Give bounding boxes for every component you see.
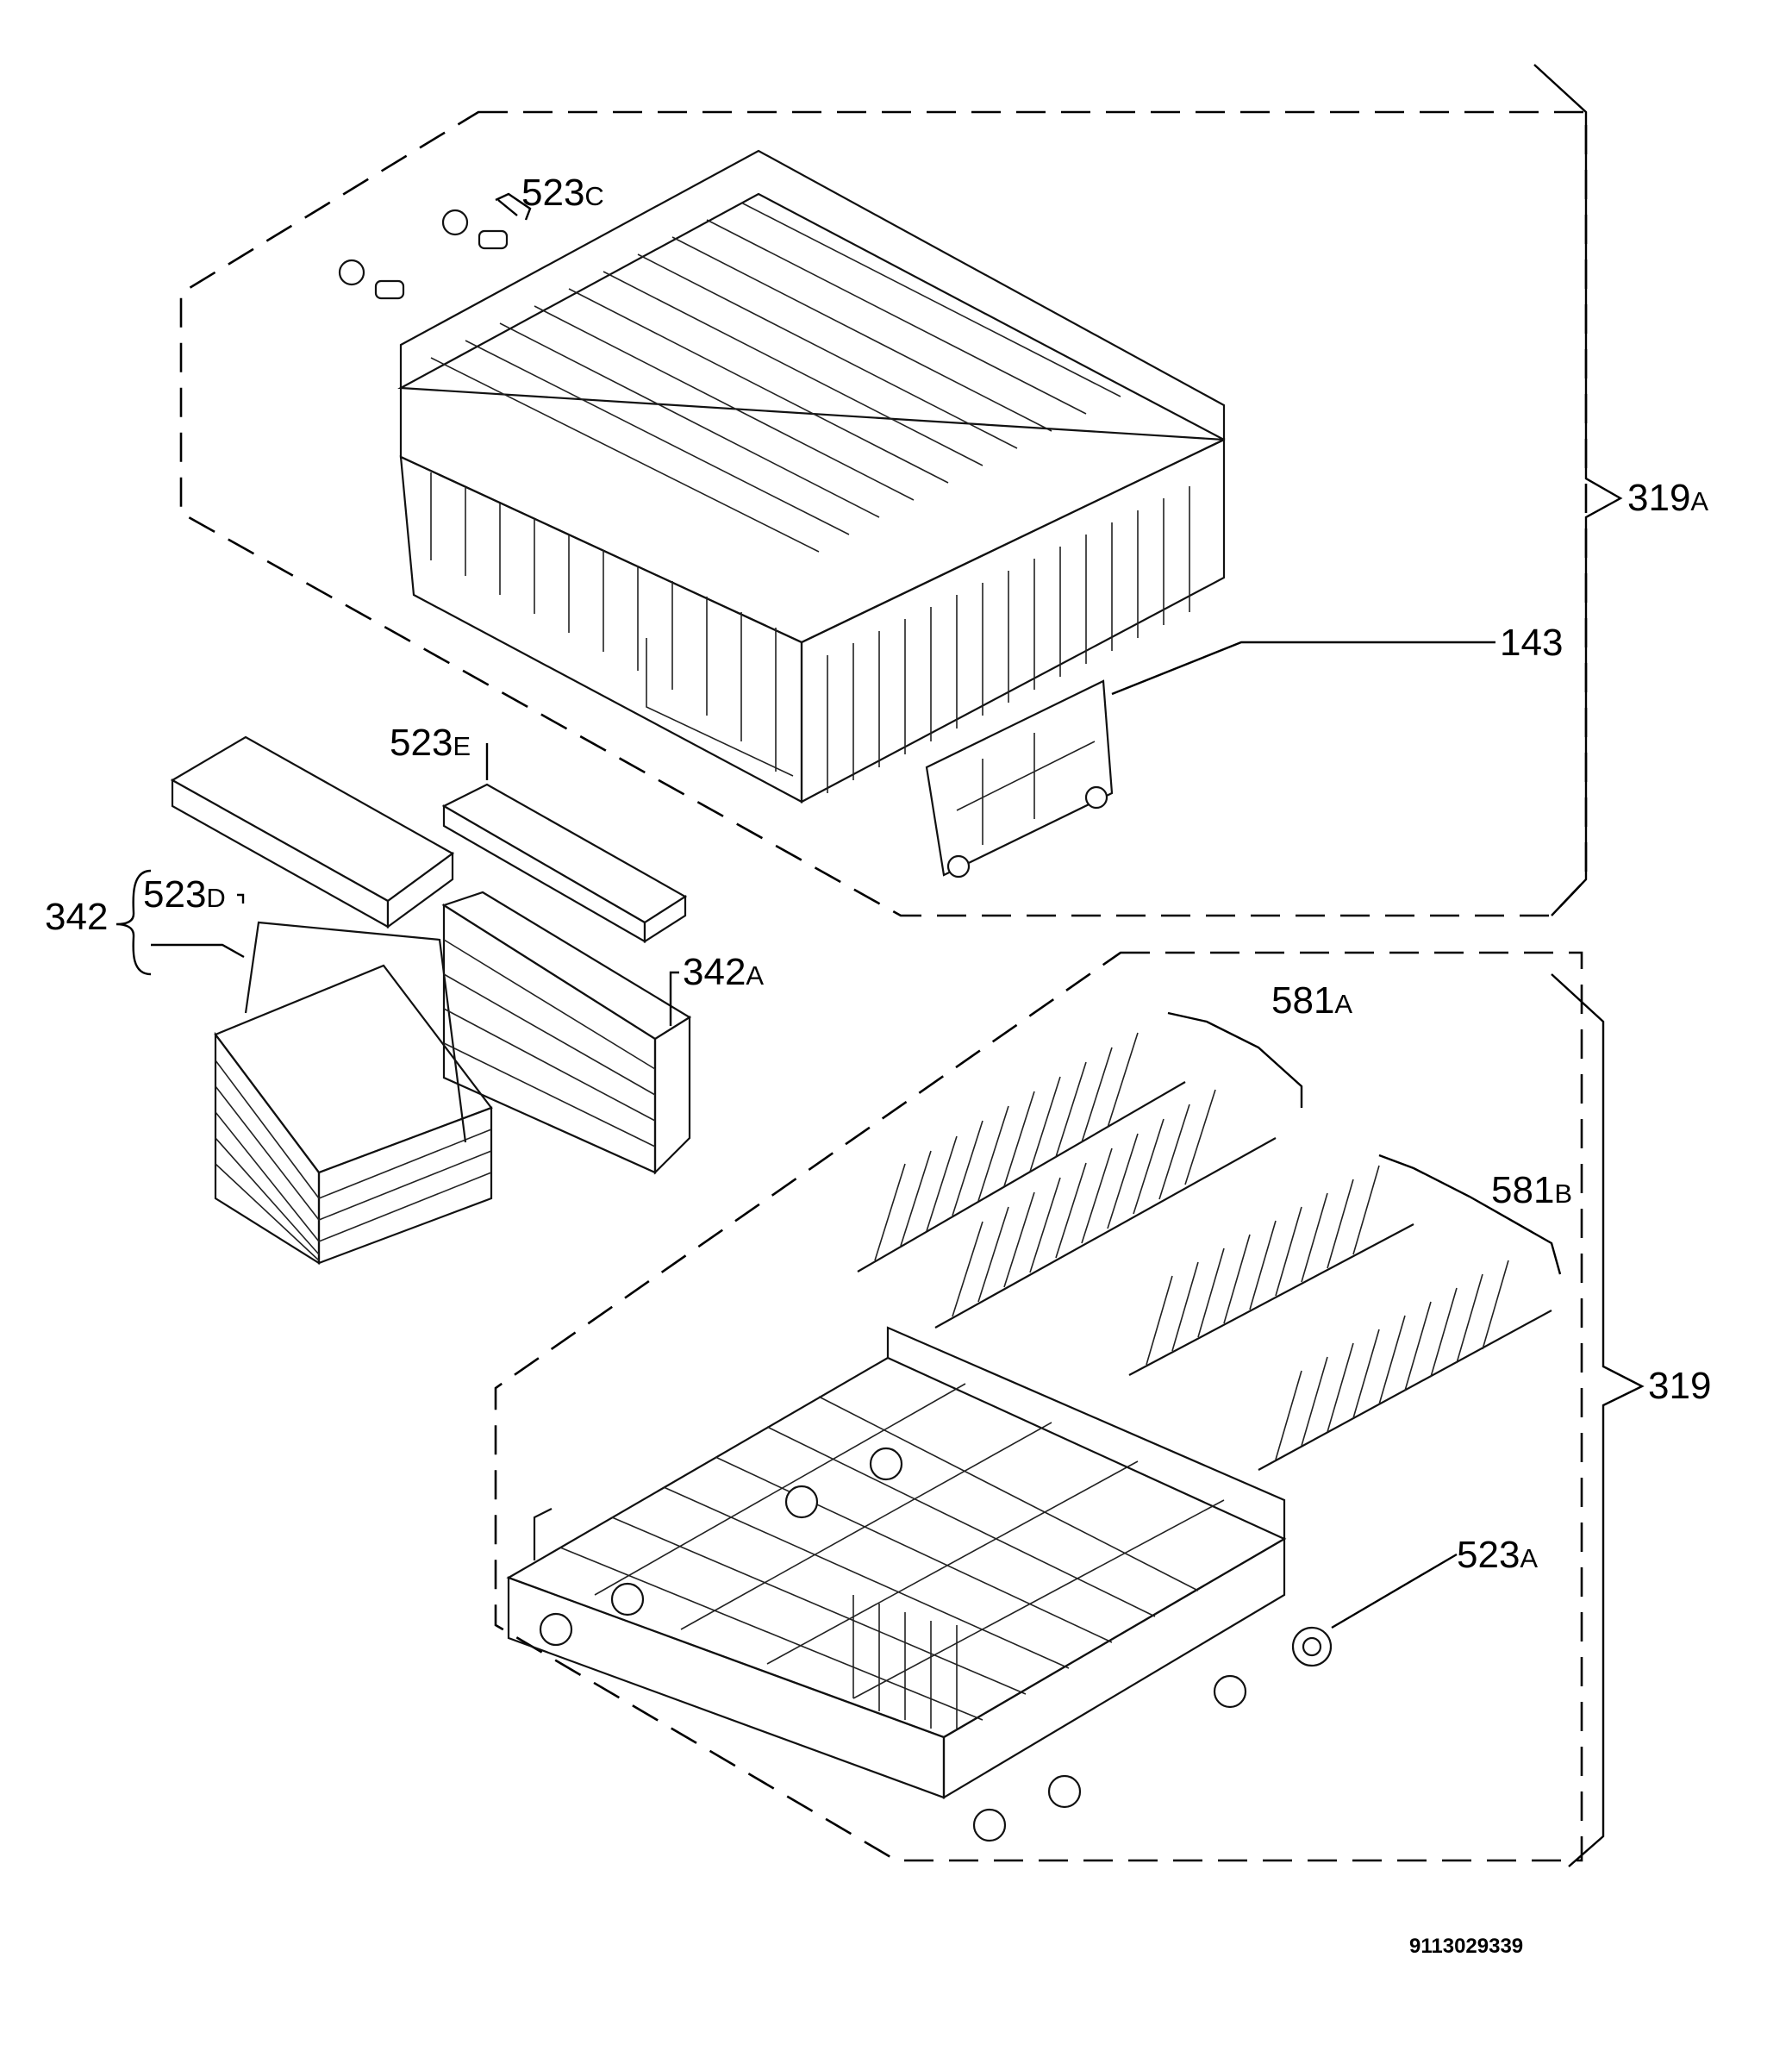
- leader-581b: [1378, 1154, 1562, 1275]
- leader-523c: [495, 192, 532, 221]
- cutlery-basket-342: [214, 921, 493, 1265]
- lower-basket-assembly-outline: [494, 951, 1583, 1862]
- cutlery-basket-342a: [441, 891, 692, 1175]
- label-342a: 342A: [683, 951, 764, 993]
- leader-523a: [1331, 1553, 1458, 1629]
- leader-342-basket: [151, 943, 245, 959]
- label-143: 143: [1500, 622, 1563, 664]
- upper-roller-parts-523c: [338, 209, 509, 300]
- upper-basket: [397, 149, 1226, 804]
- cutlery-lid-523e: [441, 783, 688, 944]
- label-342: 342: [45, 896, 108, 938]
- wheel-part-523a: [1291, 1626, 1333, 1667]
- label-581b: 581B: [1491, 1169, 1572, 1211]
- label-523c: 523C: [521, 172, 604, 214]
- bracket-319: [1551, 973, 1645, 1867]
- upper-basket-assembly-outline: [179, 110, 1588, 917]
- lower-basket-wheels: [539, 1447, 1247, 1842]
- brace-342: [116, 869, 152, 976]
- tine-rack-581b: [1128, 1165, 1552, 1471]
- leader-523d: [237, 893, 245, 904]
- tine-rack-581a: [857, 1032, 1277, 1329]
- label-523d: 523D: [143, 873, 226, 916]
- label-523a: 523A: [1457, 1534, 1538, 1576]
- leader-581a: [1167, 1011, 1303, 1108]
- leader-143: [1111, 641, 1495, 696]
- part-143-flap: [925, 679, 1114, 879]
- label-319: 319: [1648, 1365, 1711, 1407]
- document-number: 9113029339: [1409, 1935, 1523, 1958]
- bracket-319a: [1533, 64, 1623, 916]
- label-581a: 581A: [1271, 979, 1352, 1022]
- cutlery-lid-523d: [170, 735, 455, 929]
- lower-basket: [506, 1326, 1287, 1799]
- leader-342a: [669, 971, 679, 1026]
- label-319a: 319A: [1627, 477, 1708, 519]
- label-523e: 523E: [390, 722, 471, 764]
